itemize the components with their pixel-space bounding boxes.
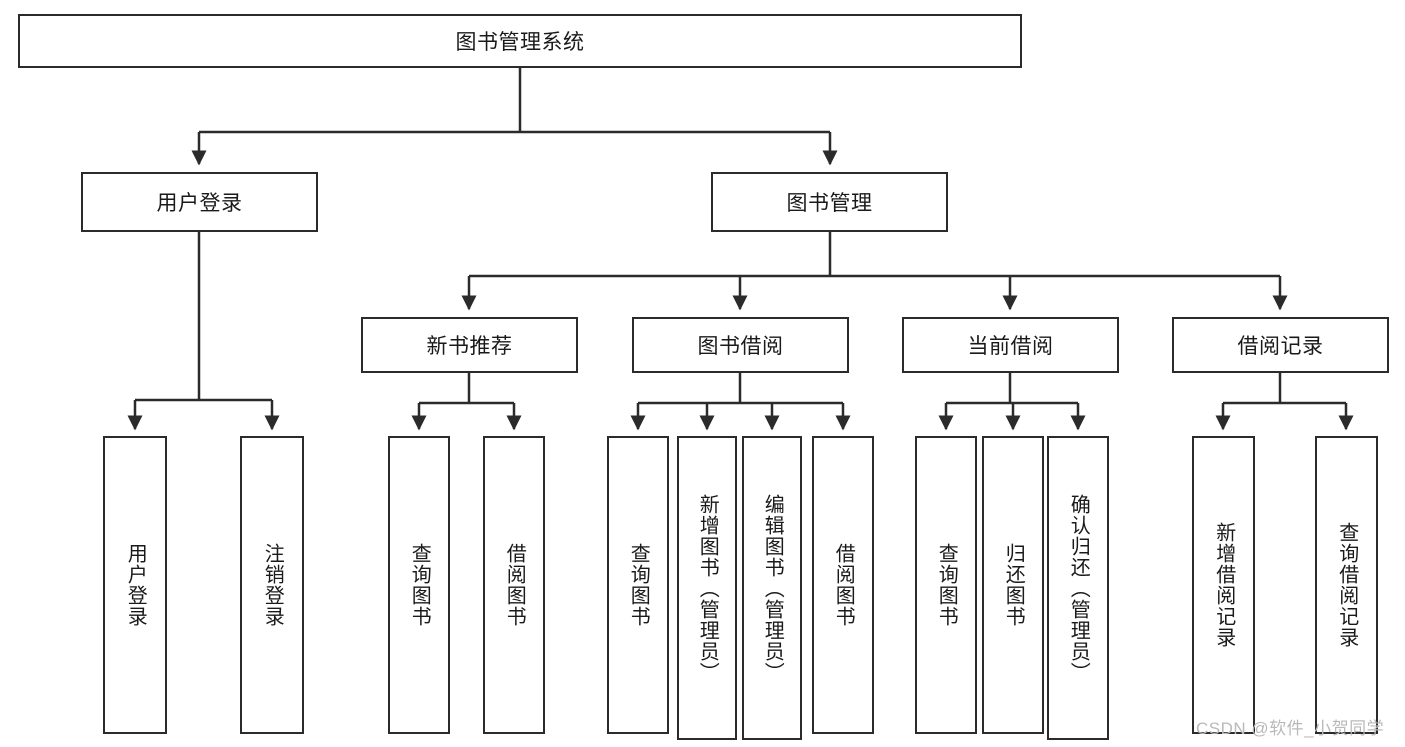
watermark-text: CSDN @软件_小贺同学 bbox=[1196, 719, 1385, 738]
node-root-label: 图书管理系统 bbox=[455, 31, 585, 54]
node-book-borrow-label: 图书借阅 bbox=[697, 335, 784, 358]
leaf-node[interactable]: 查询图书 bbox=[607, 436, 669, 734]
leaf-node-label: 编辑图书（管理员） bbox=[761, 493, 784, 683]
leaf-node-label: 归还图书 bbox=[1002, 543, 1025, 627]
node-root[interactable]: 图书管理系统 bbox=[18, 14, 1022, 68]
leaf-node[interactable]: 借阅图书 bbox=[812, 436, 874, 734]
leaf-node[interactable]: 查询图书 bbox=[915, 436, 977, 734]
leaf-node-label: 借阅图书 bbox=[503, 543, 526, 627]
leaf-node[interactable]: 借阅图书 bbox=[483, 436, 545, 734]
node-borrow-record[interactable]: 借阅记录 bbox=[1172, 317, 1389, 373]
leaf-node[interactable]: 新增借阅记录 bbox=[1192, 436, 1255, 734]
node-book-borrow[interactable]: 图书借阅 bbox=[632, 317, 849, 373]
leaf-node[interactable]: 用户登录 bbox=[103, 436, 167, 734]
leaf-node-label: 用户登录 bbox=[124, 543, 147, 627]
leaf-node[interactable]: 查询图书 bbox=[388, 436, 450, 734]
leaf-node-label: 查询借阅记录 bbox=[1335, 522, 1358, 648]
node-user-login-label: 用户登录 bbox=[156, 192, 243, 215]
leaf-node-label: 查询图书 bbox=[408, 543, 431, 627]
node-current-borrow[interactable]: 当前借阅 bbox=[902, 317, 1119, 373]
leaf-node-label: 借阅图书 bbox=[832, 543, 855, 627]
leaf-node-label: 注销登录 bbox=[261, 543, 284, 627]
leaf-node[interactable]: 确认归还（管理员） bbox=[1047, 436, 1109, 740]
leaf-node[interactable]: 注销登录 bbox=[240, 436, 304, 734]
node-borrow-record-label: 借阅记录 bbox=[1237, 335, 1324, 358]
leaf-node-label: 查询图书 bbox=[627, 543, 650, 627]
node-new-book-recommend[interactable]: 新书推荐 bbox=[361, 317, 578, 373]
leaf-node[interactable]: 归还图书 bbox=[982, 436, 1044, 734]
node-user-login[interactable]: 用户登录 bbox=[81, 172, 318, 232]
leaf-node-label: 新增借阅记录 bbox=[1212, 522, 1235, 648]
leaf-node[interactable]: 查询借阅记录 bbox=[1315, 436, 1378, 734]
node-new-book-recommend-label: 新书推荐 bbox=[426, 335, 513, 358]
leaf-node[interactable]: 新增图书（管理员） bbox=[677, 436, 737, 740]
node-current-borrow-label: 当前借阅 bbox=[967, 335, 1054, 358]
leaf-node-label: 新增图书（管理员） bbox=[696, 493, 719, 683]
node-book-management[interactable]: 图书管理 bbox=[711, 172, 948, 232]
leaf-node-label: 查询图书 bbox=[935, 543, 958, 627]
leaf-node[interactable]: 编辑图书（管理员） bbox=[742, 436, 802, 740]
node-book-management-label: 图书管理 bbox=[786, 192, 873, 215]
leaf-node-label: 确认归还（管理员） bbox=[1067, 493, 1090, 683]
